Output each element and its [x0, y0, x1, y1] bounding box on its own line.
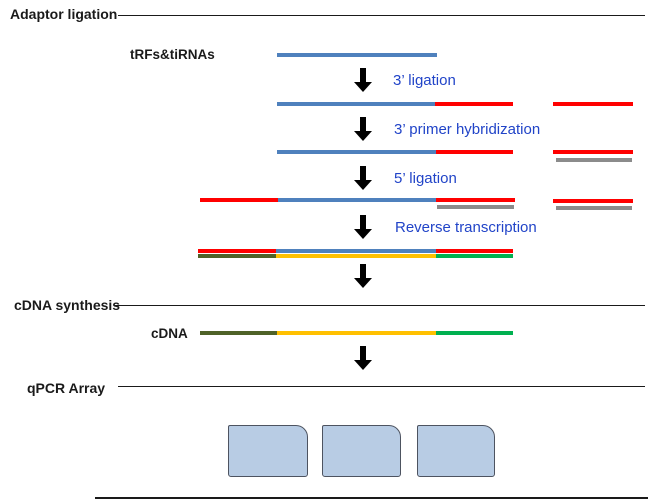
rna-cdna-hybrid-bottom-segment	[276, 254, 436, 258]
qpcr-plate	[322, 425, 401, 477]
cdna-strand-segment	[277, 331, 436, 335]
bottom-border-line	[95, 497, 648, 499]
down-arrow-icon	[354, 166, 372, 190]
rna-with-both-adaptors-segment	[437, 205, 514, 209]
rna-cdna-hybrid-top-segment	[198, 249, 276, 253]
section-title-qpcr-array: qPCR Array	[27, 380, 106, 396]
step-label-3-primer-hybridization: 3’ primer hybridization	[394, 121, 541, 138]
rna-cdna-hybrid-top-segment	[276, 249, 436, 253]
free-3-adaptor-segment	[553, 102, 633, 106]
rna-cdna-hybrid-bottom-segment	[198, 254, 276, 258]
free-adaptor-with-primer-segment	[553, 150, 633, 154]
rna-with-both-adaptors-segment	[278, 198, 436, 202]
free-adaptor-with-primer-segment	[556, 206, 632, 210]
cdna-strand-segment	[200, 331, 277, 335]
rna-cdna-hybrid-top-segment	[436, 249, 513, 253]
section-title-cdna-synthesis: cDNA synthesis	[14, 297, 121, 313]
label-trfs-tirnas: tRFs&tiRNAs	[130, 47, 215, 62]
trf-rna-strand-segment	[277, 53, 437, 57]
down-arrow-icon	[354, 68, 372, 92]
rna-with-3-adaptor-segment	[277, 102, 435, 106]
section-line-adaptor-ligation	[118, 15, 645, 16]
step-label-reverse-transcription: Reverse transcription	[395, 219, 537, 236]
section-line-qpcr-array	[118, 386, 645, 387]
free-adaptor-with-primer-segment	[556, 158, 632, 162]
step-label-3-ligation: 3’ ligation	[393, 72, 456, 89]
rna-with-3-adaptor-segment	[436, 150, 513, 154]
cdna-strand-segment	[436, 331, 513, 335]
free-adaptor-with-primer-segment	[553, 199, 633, 203]
down-arrow-icon	[354, 346, 372, 370]
rna-with-3-adaptor-segment	[277, 150, 436, 154]
label-cdna: cDNA	[151, 326, 188, 341]
step-label-5-ligation: 5’ ligation	[394, 170, 457, 187]
rna-with-both-adaptors-segment	[200, 198, 278, 202]
rna-with-both-adaptors-segment	[436, 198, 515, 202]
qpcr-plate	[417, 425, 495, 477]
rna-with-3-adaptor-segment	[435, 102, 513, 106]
section-title-adaptor-ligation: Adaptor ligation	[10, 6, 118, 22]
down-arrow-icon	[354, 215, 372, 239]
rna-cdna-hybrid-bottom-segment	[436, 254, 513, 258]
down-arrow-icon	[354, 264, 372, 288]
section-line-cdna-synthesis	[115, 305, 645, 306]
qpcr-plate	[228, 425, 308, 477]
down-arrow-icon	[354, 117, 372, 141]
